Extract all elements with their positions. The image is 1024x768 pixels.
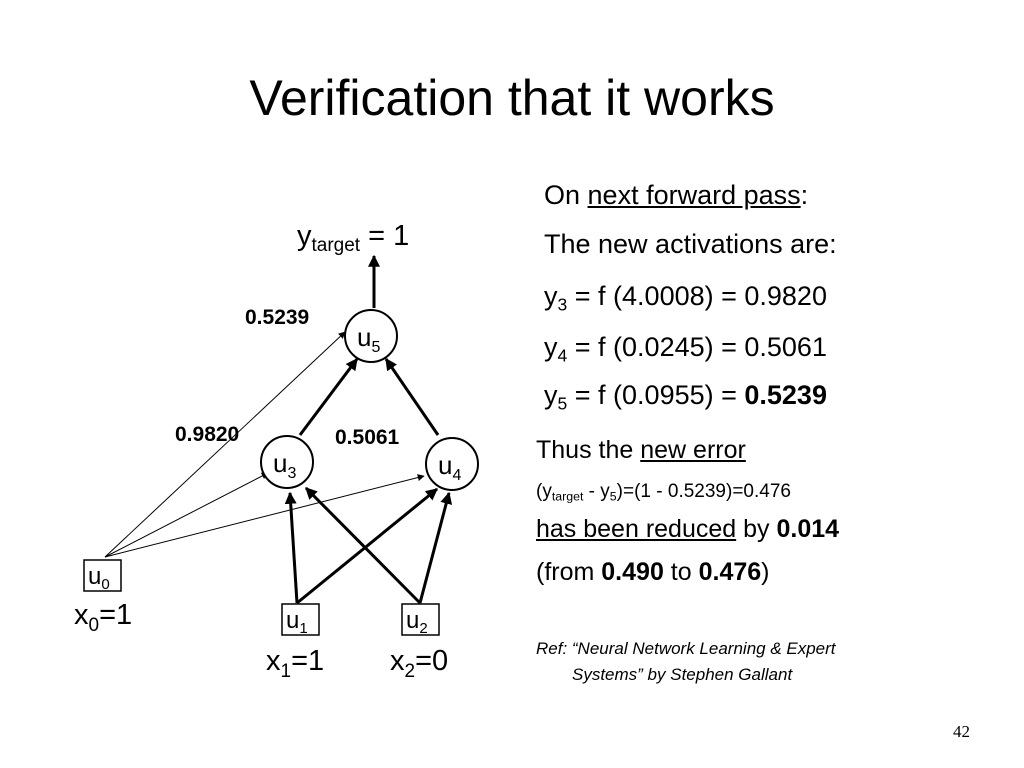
activation-y5: y5 = f (0.0955) = 0.5239 xyxy=(544,380,827,414)
activation-y3: y3 = f (4.0008) = 0.9820 xyxy=(544,281,827,315)
svg-text:u0: u0 xyxy=(88,563,110,593)
reduced-line: has been reduced by 0.014 xyxy=(536,515,840,543)
slide-title: Verification that it works xyxy=(249,70,775,126)
edge-u1-u4 xyxy=(296,487,438,605)
node-u3: u3 xyxy=(260,435,314,489)
weight-label-u3: 0.9820 xyxy=(175,423,239,446)
network-diagram: u5 u3 u4 u0 u1 u2 0.5239 0.9820 0.5061 y… xyxy=(74,220,479,682)
activations-heading: The new activations are: xyxy=(544,229,837,259)
from-to-line: (from 0.490 to 0.476) xyxy=(536,558,770,586)
edge-u2-u4 xyxy=(418,491,453,604)
svg-text:u4: u4 xyxy=(438,450,461,484)
weight-label-u4: 0.5061 xyxy=(335,426,400,449)
forward-pass-line: On next forward pass: xyxy=(544,180,809,210)
edge-u0-u4 xyxy=(104,474,425,558)
input-label-x2: x2=0 xyxy=(390,645,448,682)
target-label: ytarget = 1 xyxy=(297,220,409,256)
svg-text:u5: u5 xyxy=(357,322,380,356)
input-label-x0: x0=1 xyxy=(74,599,132,636)
edge-u0-u5 xyxy=(104,331,346,558)
new-error-line: Thus the new error xyxy=(536,436,746,464)
node-u0: u0 xyxy=(83,559,122,593)
node-u4: u4 xyxy=(425,437,479,491)
page-number: 42 xyxy=(953,722,970,741)
weight-label-u5: 0.5239 xyxy=(245,306,309,329)
error-expression: (ytarget - y5)=(1 - 0.5239)=0.476 xyxy=(536,481,791,504)
svg-text:u2: u2 xyxy=(406,607,428,637)
edge-u4-u5 xyxy=(384,358,440,436)
reference-citation: Ref: “Neural Network Learning & Expert S… xyxy=(536,639,836,684)
edge-u1-u3 xyxy=(284,491,299,604)
node-u5: u5 xyxy=(344,309,398,363)
node-u2: u2 xyxy=(401,603,440,637)
node-u1: u1 xyxy=(281,603,320,637)
svg-text:u1: u1 xyxy=(286,607,308,637)
input-label-x1: x1=1 xyxy=(266,645,324,682)
activation-y4: y4 = f (0.0245) = 0.5061 xyxy=(544,332,827,366)
edge-u2-u3 xyxy=(304,486,422,605)
edge-u3-u5 xyxy=(298,358,359,436)
edge-u0-u3 xyxy=(104,472,269,558)
svg-text:u3: u3 xyxy=(273,448,296,482)
